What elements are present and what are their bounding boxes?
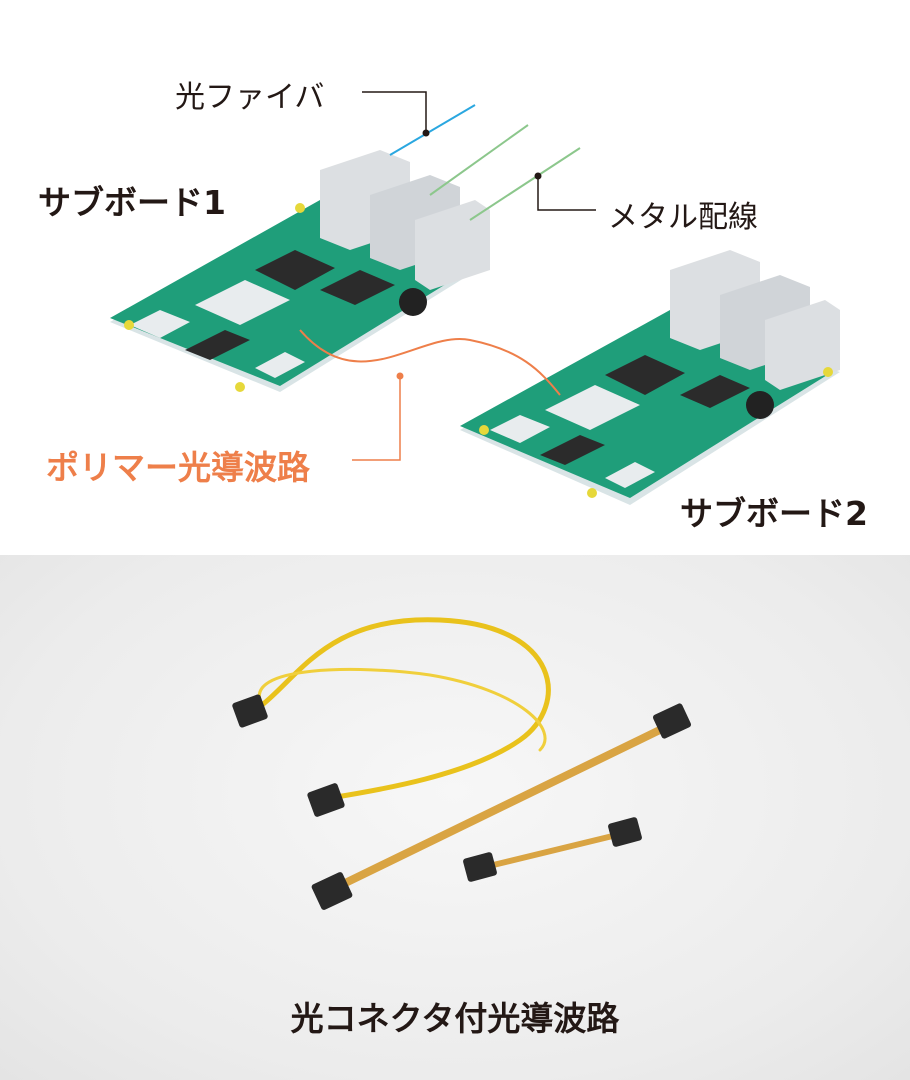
metal-wire-line (469, 147, 581, 221)
metal-wire-line (429, 124, 529, 196)
polymer-waveguide-line (299, 329, 561, 396)
diagram-panel: 光ファイバ サブボード1 メタル配線 ポリマー光導波路 サブボード2 (38, 80, 868, 533)
label-polymer-waveguide: ポリマー光導波路 (46, 448, 310, 487)
label-optical-fiber: 光ファイバ (175, 80, 325, 115)
photo-panel: 光コネクタ付光導波路 (0, 555, 910, 1080)
waveguide-photo (232, 617, 692, 910)
label-metal-wiring: メタル配線 (608, 200, 758, 235)
label-connector-waveguide: 光コネクタ付光導波路 (290, 999, 620, 1038)
subboard1-graphic (110, 150, 490, 392)
connectors (232, 694, 692, 910)
board-illustration (110, 91, 840, 505)
label-subboard2: サブボード2 (680, 494, 868, 533)
subboard2-graphic (460, 250, 840, 505)
optical-fiber-line (389, 104, 476, 156)
label-subboard1: サブボード1 (38, 183, 226, 222)
